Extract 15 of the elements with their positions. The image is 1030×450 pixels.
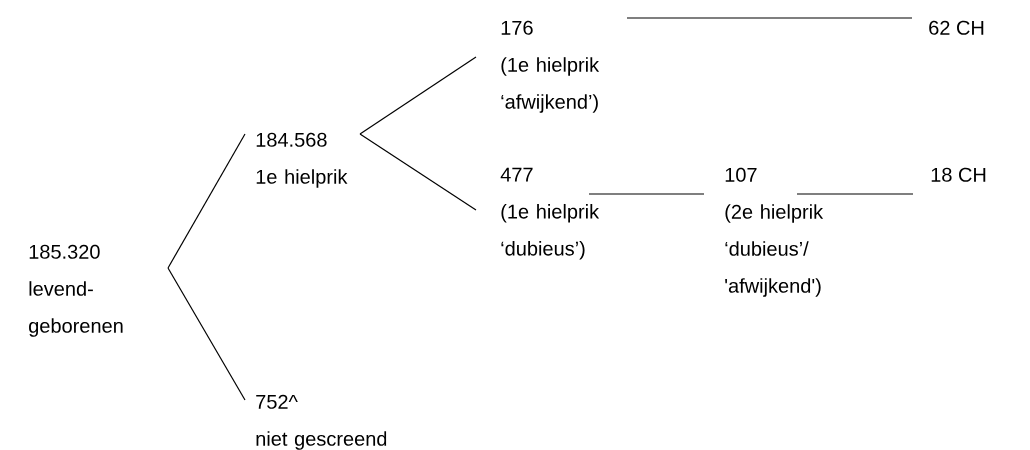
- text-label: 18 CH: [931, 167, 986, 182]
- text-label: 185.320 levend- geborenen: [29, 244, 123, 337]
- connector-line: [167, 133, 246, 269]
- connector-line: [626, 17, 913, 19]
- connector-line: [796, 193, 914, 195]
- text-label: 477 (1e hielprik ‘dubieus’): [500, 167, 600, 260]
- text-label: 752^ niet gescreend: [256, 394, 387, 450]
- text-label: 176 (1e hielprik ‘afwijkend’): [501, 20, 600, 113]
- connector-line: [588, 193, 705, 195]
- connector-line: [167, 267, 246, 401]
- connector-line: [359, 56, 477, 135]
- text-label: 62 CH: [929, 20, 984, 35]
- text-label: 107 (2e hielprik ‘dubieus’/ 'afwijkend'): [725, 167, 824, 297]
- connector-line: [359, 133, 477, 211]
- text-label: 184.568 1e hielprik: [256, 132, 348, 188]
